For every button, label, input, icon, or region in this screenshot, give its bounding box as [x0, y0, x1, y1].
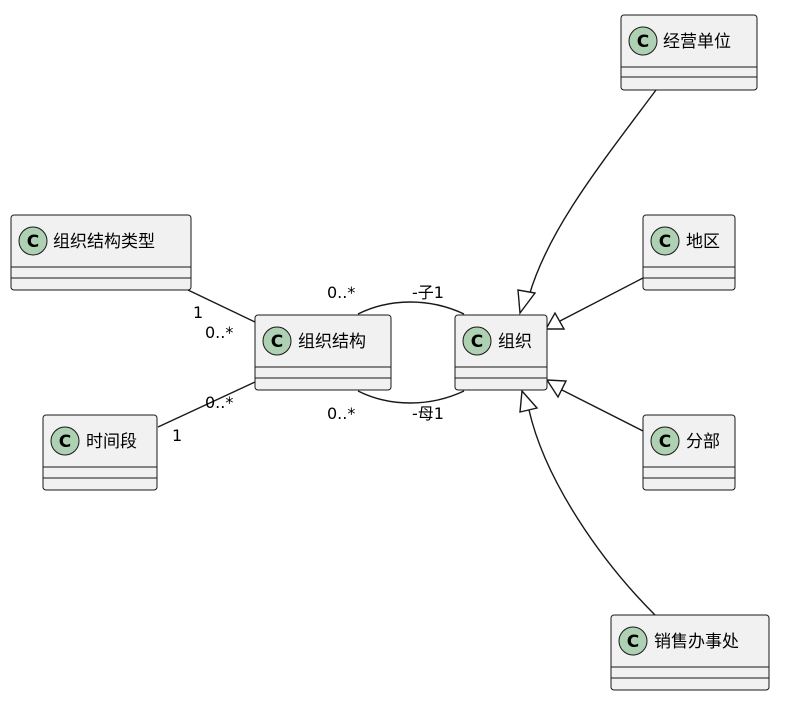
- class-c-badge-icon: [50, 426, 80, 456]
- class-name: 地区: [686, 232, 720, 252]
- class-c-badge-icon: [650, 226, 680, 256]
- class-c-badge-icon: [262, 326, 292, 356]
- svg-text:C: C: [471, 332, 483, 352]
- class-name: 组织结构: [298, 332, 366, 352]
- class-organization[interactable]: C 组织: [454, 314, 548, 391]
- class-branch[interactable]: C 分部: [642, 414, 736, 491]
- inheritance-arrowhead: [519, 389, 539, 413]
- class-org-structure[interactable]: C 组织结构: [254, 314, 392, 391]
- class-name: 组织: [498, 332, 532, 352]
- svg-text:C: C: [659, 232, 671, 252]
- class-c-badge-icon: [650, 426, 680, 456]
- edge-structure-type-to-structure: [187, 289, 256, 323]
- svg-text:C: C: [659, 432, 671, 452]
- svg-text:C: C: [637, 32, 649, 52]
- multiplicity-type-end: 1: [193, 303, 203, 322]
- edge-time-period-to-structure: [157, 381, 256, 428]
- class-name: 组织结构类型: [53, 232, 155, 252]
- class-c-badge-icon: [18, 226, 48, 256]
- multiplicity-time-end: 1: [172, 426, 182, 445]
- role-child: -子1: [412, 283, 444, 302]
- edge-branch-to-organization: [561, 389, 644, 432]
- class-name: 时间段: [86, 432, 137, 452]
- edges: [157, 89, 657, 616]
- svg-text:C: C: [627, 632, 639, 652]
- inheritance-arrowhead: [545, 379, 568, 399]
- multiplicity-labels: 1 0..* 0..* 1 0..* -子1 0..* -母1: [172, 283, 444, 445]
- svg-text:C: C: [59, 432, 71, 452]
- edge-business-unit-to-organization: [528, 89, 657, 297]
- class-time-period[interactable]: C 时间段: [42, 414, 158, 491]
- inheritance-arrowhead: [517, 289, 537, 315]
- multiplicity-struct-from-time: 0..*: [205, 393, 233, 412]
- multiplicity-struct-top: 0..*: [327, 283, 355, 302]
- edge-region-to-organization: [559, 277, 644, 322]
- class-sales-office[interactable]: C 销售办事处: [610, 614, 770, 691]
- edge-structure-parent-organization: [357, 390, 465, 404]
- multiplicity-struct-from-type: 0..*: [205, 323, 233, 342]
- class-name: 分部: [686, 432, 720, 452]
- class-region[interactable]: C 地区: [642, 214, 736, 291]
- class-c-badge-icon: [628, 26, 658, 56]
- svg-text:C: C: [271, 332, 283, 352]
- inheritance-arrowhead: [544, 311, 566, 330]
- class-business-unit[interactable]: C 经营单位: [620, 14, 758, 91]
- edge-structure-child-organization: [357, 301, 465, 315]
- multiplicity-struct-bottom: 0..*: [327, 404, 355, 423]
- edge-sales-office-to-organization: [528, 409, 656, 616]
- role-parent: -母1: [412, 404, 444, 423]
- svg-text:C: C: [27, 232, 39, 252]
- class-c-badge-icon: [618, 626, 648, 656]
- class-name: 销售办事处: [654, 632, 739, 652]
- class-c-badge-icon: [462, 326, 492, 356]
- class-name: 经营单位: [663, 32, 731, 52]
- class-org-structure-type[interactable]: C 组织结构类型: [10, 214, 192, 291]
